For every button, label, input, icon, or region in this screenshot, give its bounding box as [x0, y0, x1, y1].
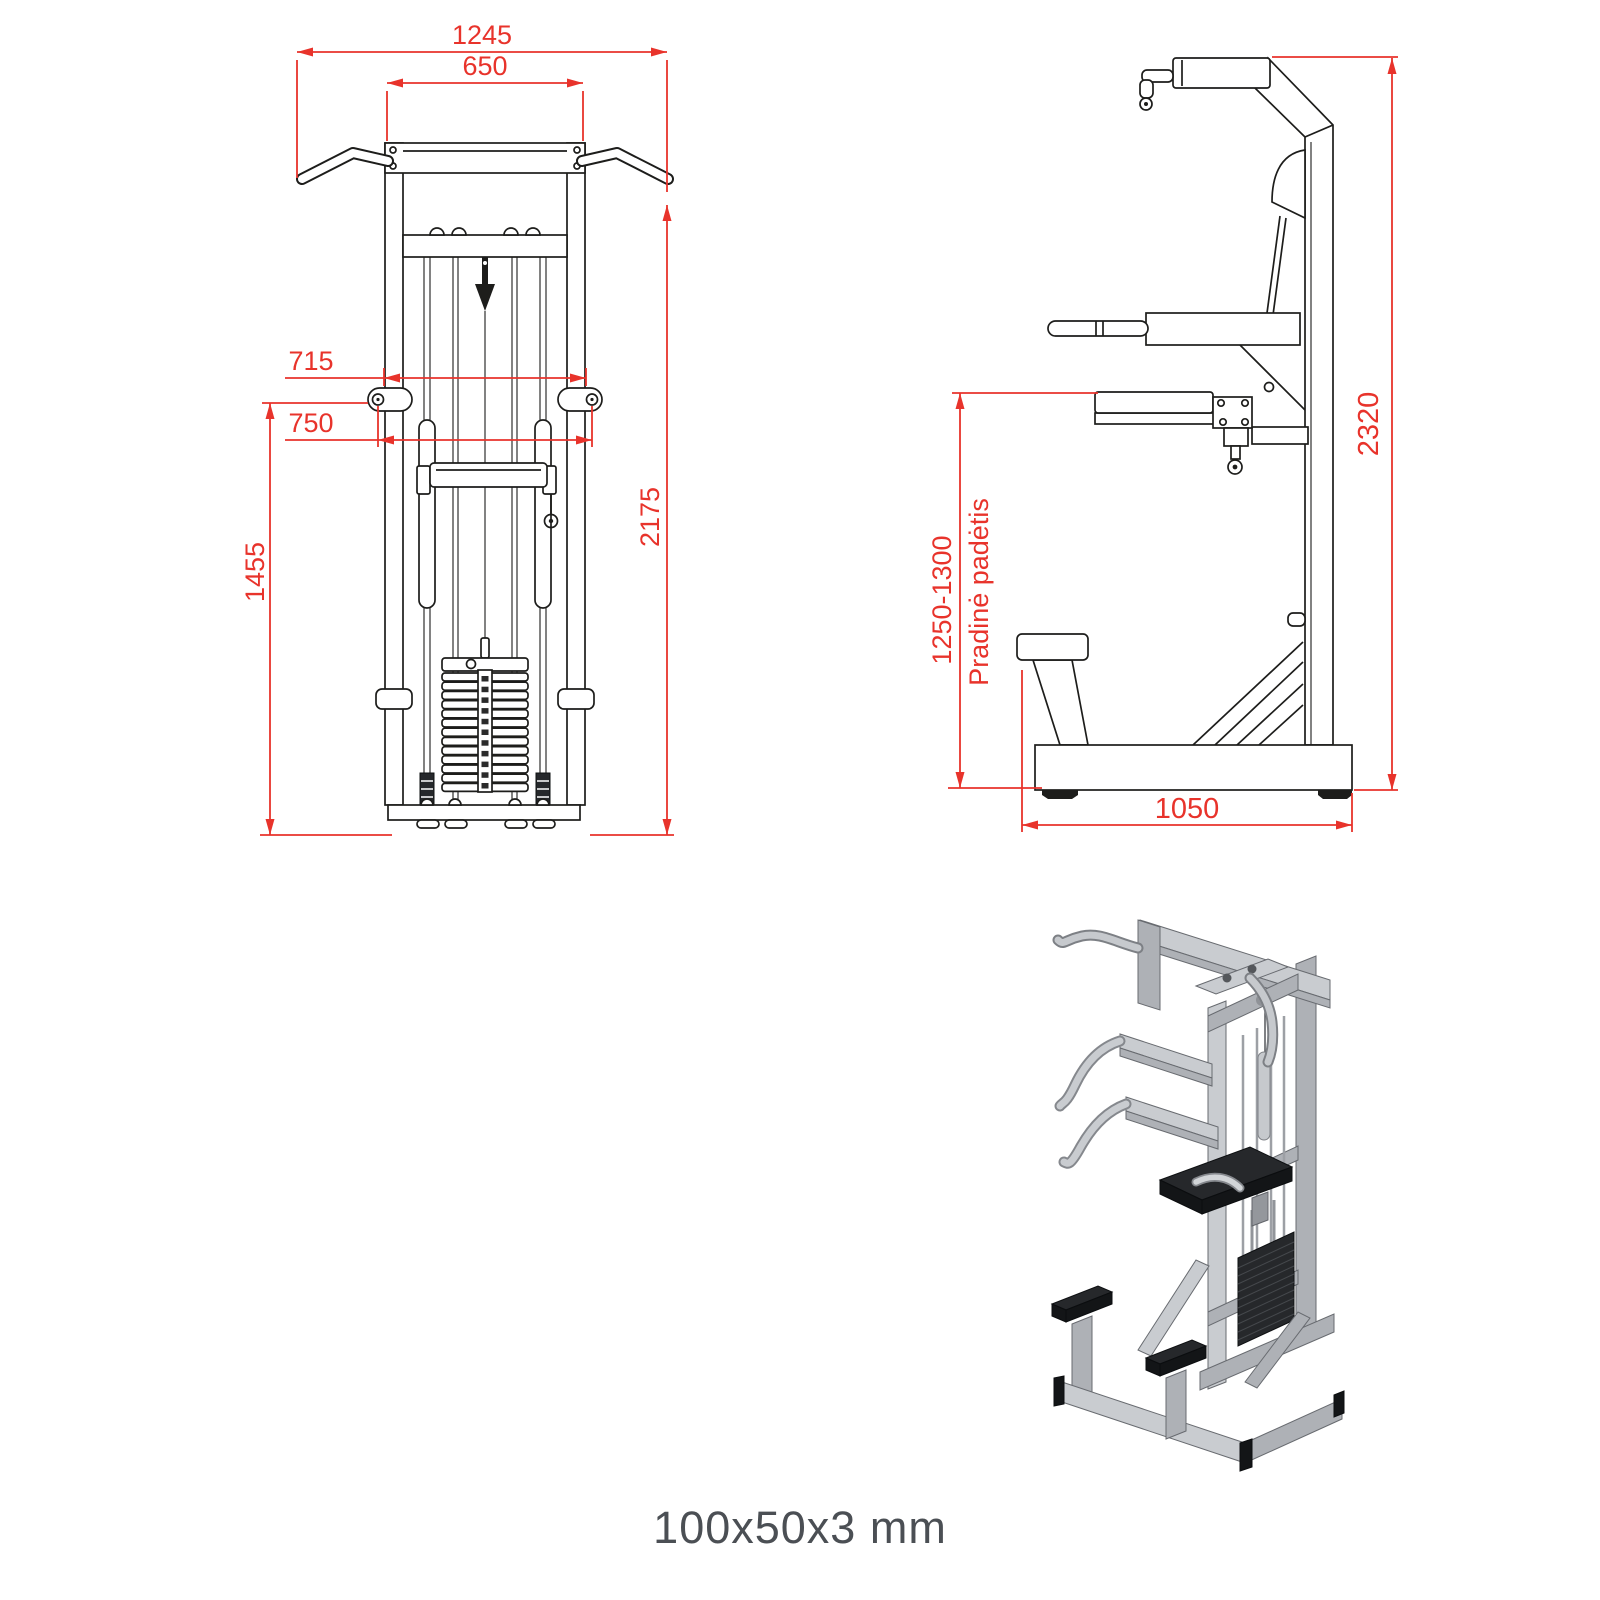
label-initial-position: Pradinė padėtis	[964, 498, 994, 686]
front-base	[375, 688, 595, 829]
side-view: 2320 1250-1300 Pradinė padėtis 1050	[927, 56, 1398, 832]
dim-handle-inner-span: 715	[288, 346, 333, 376]
side-dimensions: 2320 1250-1300 Pradinė padėtis 1050	[927, 56, 1398, 832]
dim-front-total-height: 2175	[635, 487, 665, 547]
dip-handle-right	[557, 387, 603, 412]
front-dimensions: 1245 650 715 750	[240, 20, 674, 836]
dim-initial-position-range: 1250-1300	[927, 535, 957, 664]
dim-overall-width: 1245	[452, 20, 512, 50]
dim-grip-height: 1455	[240, 542, 270, 602]
cable-hook	[482, 257, 488, 286]
iso-base	[1050, 1259, 1345, 1472]
side-dip-and-pad	[1047, 312, 1309, 475]
step-platform	[1016, 633, 1089, 661]
knee-pad-side	[1094, 391, 1214, 414]
iso-weight-stack	[1237, 1200, 1295, 1347]
front-weight-stack	[441, 637, 529, 793]
side-base	[1016, 612, 1353, 799]
iso-arms	[1052, 929, 1279, 1169]
dim-base-depth: 1050	[1155, 793, 1220, 825]
dip-arm-side	[1145, 312, 1301, 346]
side-frame	[1139, 56, 1334, 746]
front-carriage	[367, 387, 603, 609]
pullup-handles-front	[296, 147, 674, 185]
isometric-render	[1050, 919, 1345, 1472]
dim-top-bar-width: 650	[462, 51, 507, 81]
adjust-knob	[543, 513, 559, 529]
dim-handle-outer-span: 750	[288, 408, 333, 438]
dip-handle-left	[367, 387, 413, 412]
knee-pad	[429, 462, 548, 488]
dim-side-total-height: 2320	[1353, 392, 1385, 457]
iso-seat-pad	[1158, 1146, 1294, 1227]
front-view: 1245 650 715 750	[240, 20, 674, 836]
tube-size-caption: 100x50x3 mm	[653, 1502, 947, 1553]
